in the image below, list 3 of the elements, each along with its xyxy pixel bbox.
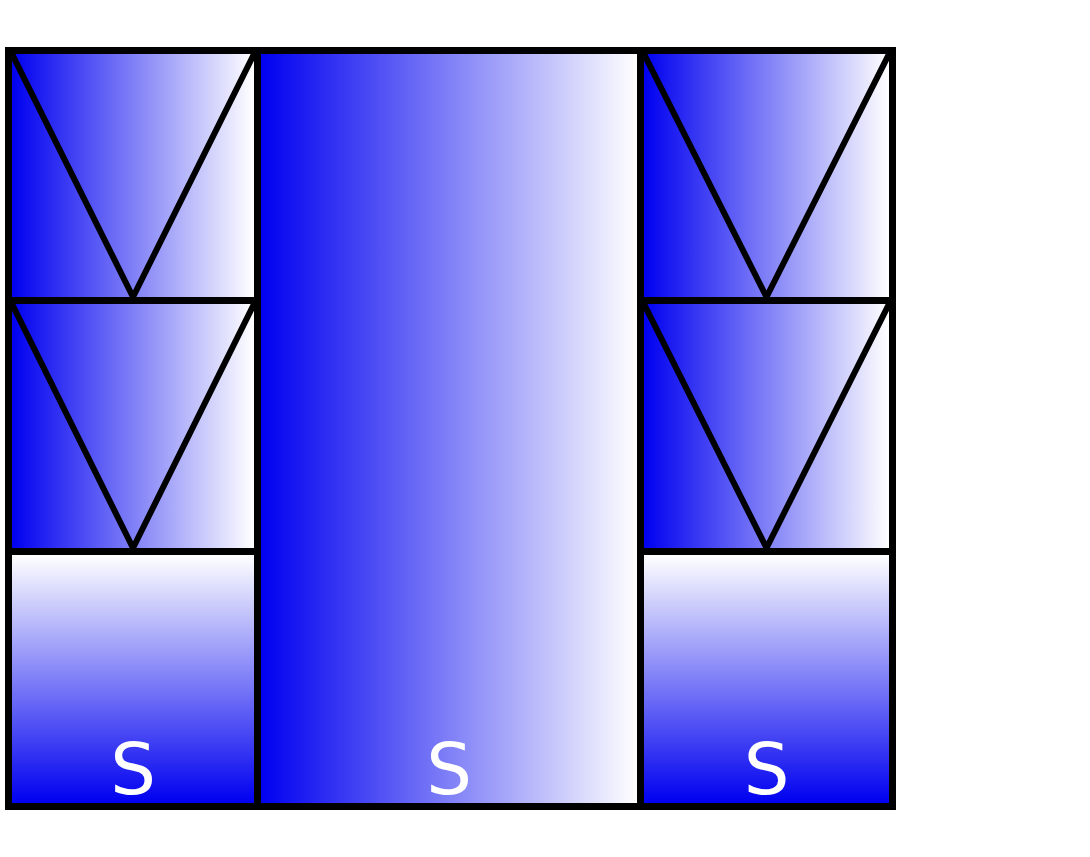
panel-letter: S [109,733,157,805]
panel-letter: S [425,733,473,805]
panel-letter: S [742,733,791,805]
